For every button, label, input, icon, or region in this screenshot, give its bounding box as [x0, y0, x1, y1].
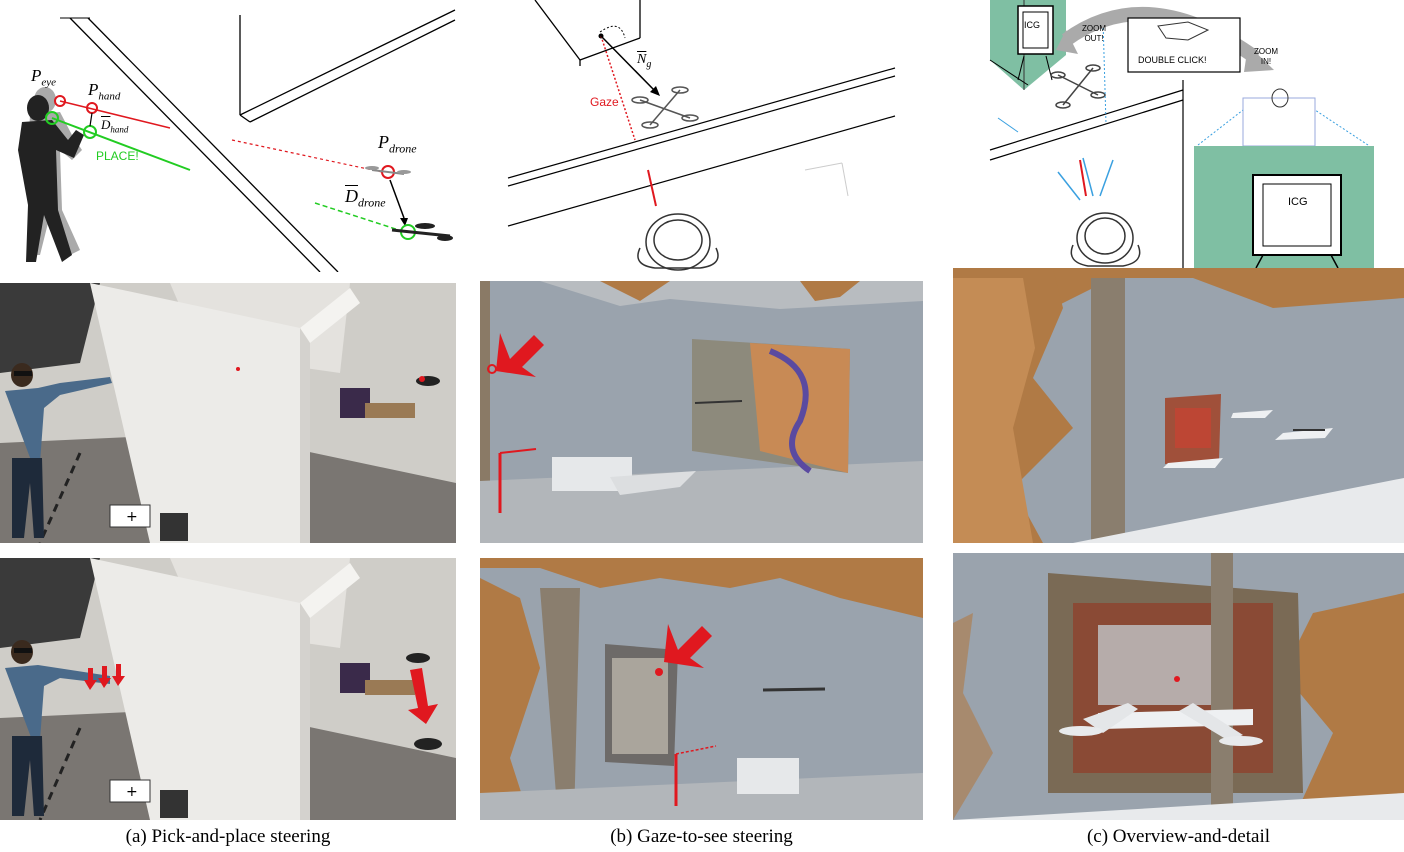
d-drone-sub: drone	[358, 195, 386, 210]
drone-icon	[1050, 64, 1106, 109]
double-click-label: DOUBLE CLICK!	[1138, 55, 1207, 65]
p-hand-sub: hand	[98, 90, 121, 103]
icg-large-label: ICG	[1288, 196, 1308, 208]
vr-gaze-view-1	[480, 281, 923, 543]
p-eye-sub: eye	[41, 76, 57, 89]
vr-gaze-view-2	[480, 558, 923, 820]
caption-c: (c) Overview-and-detail	[1086, 826, 1271, 847]
p-drone-sub: drone	[389, 141, 417, 156]
p-eye-label: P	[31, 66, 42, 85]
down-arrow-icon	[84, 664, 438, 724]
normal-sub: g	[646, 58, 652, 70]
diagram-gaze-to-see: Gaze Ng	[480, 0, 920, 272]
gaze-label: Gaze	[590, 95, 619, 109]
normal-label: N	[637, 52, 647, 67]
svg-text:+: +	[126, 784, 138, 800]
vr-overview-view-1	[953, 268, 1404, 543]
user-head-icon	[637, 213, 719, 271]
d-drone-label: D	[345, 186, 358, 206]
photo-pick-and-place-placing: +	[0, 558, 456, 820]
zoom-in-line-1: ZOOM	[1254, 47, 1278, 56]
drone-closeup	[1059, 703, 1263, 746]
p-hand-label: P	[88, 80, 99, 99]
zoom-out-line-1: ZOOM	[1082, 24, 1106, 33]
photo-pick-and-place-pointing: +	[0, 283, 456, 543]
user-head-icon	[1070, 212, 1141, 267]
drone-icon	[365, 166, 411, 175]
svg-text:+: +	[126, 509, 138, 525]
d-hand-sub: hand	[110, 124, 129, 135]
person-photo	[5, 363, 112, 538]
zoom-out-label: ZOOM OUT!	[1082, 24, 1106, 44]
icg-small-label: ICG	[1024, 20, 1041, 30]
p-drone-label: P	[378, 132, 389, 152]
place-label: PLACE!	[96, 149, 139, 163]
person-photo	[5, 640, 110, 816]
diagram-overview-and-detail: ICG ZOOM OUT! DOUBLE CLICK! ZOOM IN! ICG	[988, 0, 1404, 268]
zoom-out-line-2: OUT!	[1084, 34, 1104, 43]
diagram-pick-and-place: Peye Phand Dhand PLACE! Pdrone Ddrone	[0, 0, 460, 272]
caption-a: (a) Pick-and-place steering	[125, 826, 331, 847]
caption-b: (b) Gaze-to-see steering	[610, 826, 793, 847]
drone-icon	[631, 86, 699, 129]
user-silhouette	[18, 87, 84, 262]
vr-overview-view-2	[953, 553, 1404, 820]
zoom-in-line-2: IN!	[1260, 57, 1272, 66]
zoom-in-label: ZOOM IN!	[1254, 47, 1278, 67]
drone-target-icon	[391, 223, 453, 241]
d-hand-label: D	[101, 117, 111, 132]
